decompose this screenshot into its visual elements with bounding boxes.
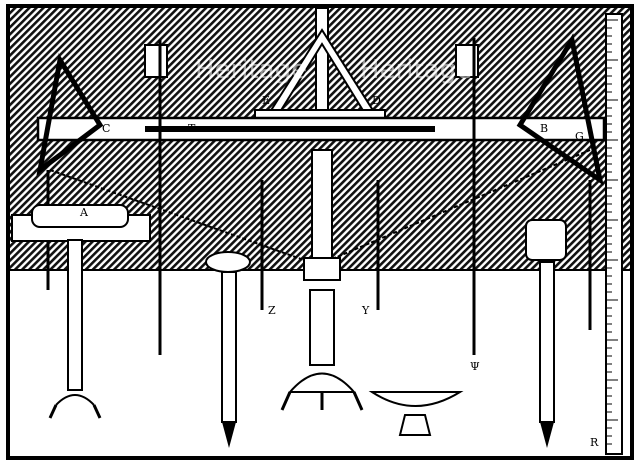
label-r: R — [590, 436, 599, 449]
left-stand — [11, 204, 151, 419]
plaque — [144, 44, 168, 78]
oil-lamp — [368, 391, 464, 436]
disc-post — [205, 251, 251, 448]
label-b: B — [540, 122, 548, 135]
label-t: T — [188, 122, 196, 135]
main-beam — [36, 116, 606, 142]
label-z: Z — [268, 304, 276, 317]
measuring-rod — [605, 13, 623, 455]
label-g: G — [575, 130, 584, 143]
right-bracket — [516, 33, 604, 186]
left-bracket — [36, 53, 104, 176]
label-y: Y — [361, 304, 370, 317]
watermark: Heritage — [195, 55, 307, 85]
label-e: E — [262, 94, 270, 107]
label-c: C — [102, 122, 110, 135]
center-pedestal — [280, 149, 364, 411]
label-d: D — [372, 94, 381, 107]
watermark: Heritage — [360, 55, 472, 85]
label-psi: Ψ — [470, 360, 480, 373]
label-a: A — [79, 206, 89, 219]
drum-post — [525, 219, 567, 448]
